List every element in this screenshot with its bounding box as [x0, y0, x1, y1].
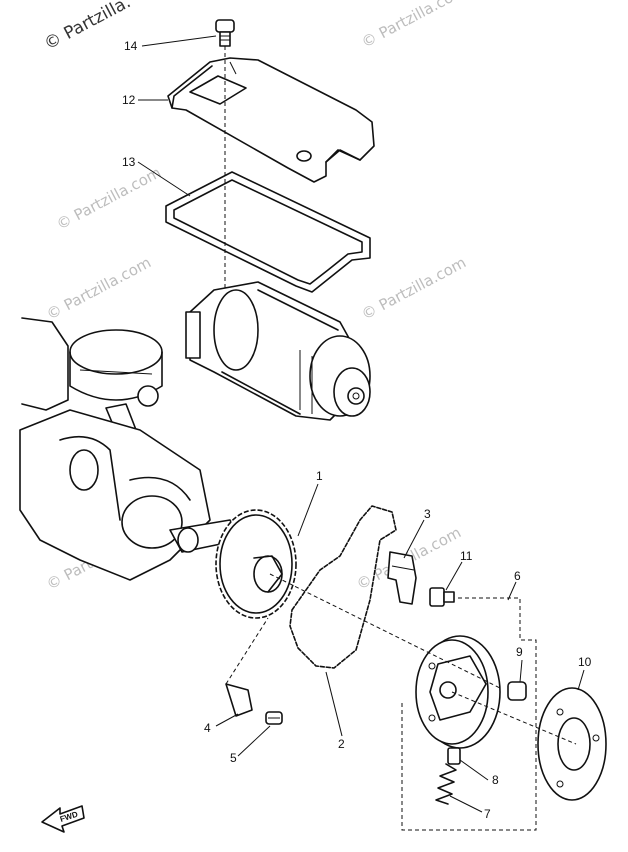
crankshaft-assembly — [19, 317, 241, 581]
bolt-14 — [215, 19, 235, 47]
callout-10: 10 — [578, 655, 592, 669]
callout-1: 1 — [316, 469, 323, 483]
watermark-3: © Partzilla.com — [358, 253, 469, 323]
leader-lines — [137, 35, 585, 813]
watermark-1: © Partzilla.com — [358, 0, 469, 52]
starter-cover-12 — [167, 57, 375, 183]
callout-12: 12 — [122, 93, 136, 107]
chain-guide-3 — [387, 551, 417, 605]
callout-3: 3 — [424, 507, 431, 521]
callout-11: 11 — [460, 549, 473, 563]
callout-4: 4 — [204, 721, 211, 735]
bolt-11 — [429, 587, 455, 607]
plunger-8 — [447, 747, 461, 765]
callout-8: 8 — [492, 773, 499, 787]
watermark-main: © Partzilla. — [41, 0, 134, 54]
callout-5: 5 — [230, 751, 237, 765]
bracket-guide-line — [225, 617, 269, 685]
roller-9 — [507, 681, 527, 701]
bolt-5 — [265, 711, 283, 725]
callout-6: 6 — [514, 569, 521, 583]
watermark-2: © Partzilla.com — [53, 163, 164, 233]
cover-gasket-13 — [165, 171, 371, 293]
chain-2 — [289, 505, 397, 669]
callout-9: 9 — [516, 645, 523, 659]
washer-plate-10 — [537, 687, 607, 801]
bracket-4 — [225, 683, 253, 717]
sprocket-1 — [215, 509, 297, 619]
clutch-outline-6 — [401, 597, 537, 831]
callout-14: 14 — [124, 39, 138, 53]
fwd-direction-arrow: FWD — [41, 805, 85, 833]
starter-motor — [185, 281, 371, 421]
callout-2: 2 — [338, 737, 345, 751]
watermark-4: © Partzilla.com — [43, 253, 154, 323]
callout-7: 7 — [484, 807, 491, 821]
callout-13: 13 — [122, 155, 136, 169]
spring-7 — [435, 763, 457, 805]
